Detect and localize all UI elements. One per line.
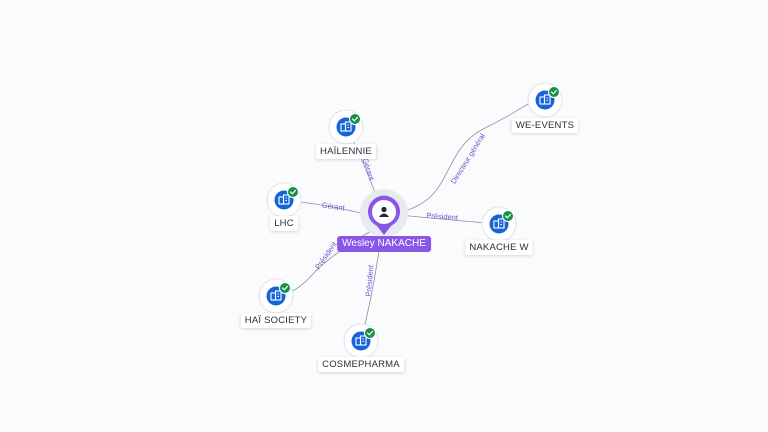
verified-check-icon bbox=[287, 186, 299, 198]
company-node-hailennie[interactable] bbox=[328, 109, 364, 145]
edge-we-events bbox=[399, 99, 546, 213]
company-label-lhc[interactable]: LHC bbox=[270, 216, 298, 231]
company-label-hai-society[interactable]: HAÏ SOCIETY bbox=[240, 313, 312, 328]
company-node-we-events[interactable] bbox=[527, 82, 563, 118]
company-node-hai-society[interactable] bbox=[258, 278, 294, 314]
company-node-cosmepharma[interactable] bbox=[343, 323, 379, 359]
company-label-we-events[interactable]: WE-EVENTS bbox=[511, 118, 579, 133]
company-node-lhc[interactable] bbox=[266, 182, 302, 218]
verified-check-icon bbox=[502, 210, 514, 222]
person-icon bbox=[379, 206, 389, 217]
edge-label-nakache-w: Président bbox=[426, 211, 459, 222]
person-name-label[interactable]: Wesley NAKACHE bbox=[337, 236, 431, 252]
edge-label-lhc: Gérant bbox=[321, 200, 346, 212]
company-node-nakache-w[interactable] bbox=[481, 206, 517, 242]
verified-check-icon bbox=[349, 113, 361, 125]
edge-label-cosmepharma: Président bbox=[364, 264, 376, 297]
edge-label-hailennie: Gérant bbox=[361, 157, 377, 182]
company-label-cosmepharma[interactable]: COSMEPHARMA bbox=[318, 357, 404, 372]
verified-check-icon bbox=[364, 327, 376, 339]
company-label-nakache-w[interactable]: NAKACHE W bbox=[465, 240, 533, 255]
company-label-hailennie[interactable]: HAÏLENNIE bbox=[316, 144, 376, 159]
verified-check-icon bbox=[279, 282, 291, 294]
person-node[interactable] bbox=[360, 189, 408, 237]
verified-check-icon bbox=[548, 86, 560, 98]
edge-label-hai-society: Président bbox=[313, 239, 339, 271]
